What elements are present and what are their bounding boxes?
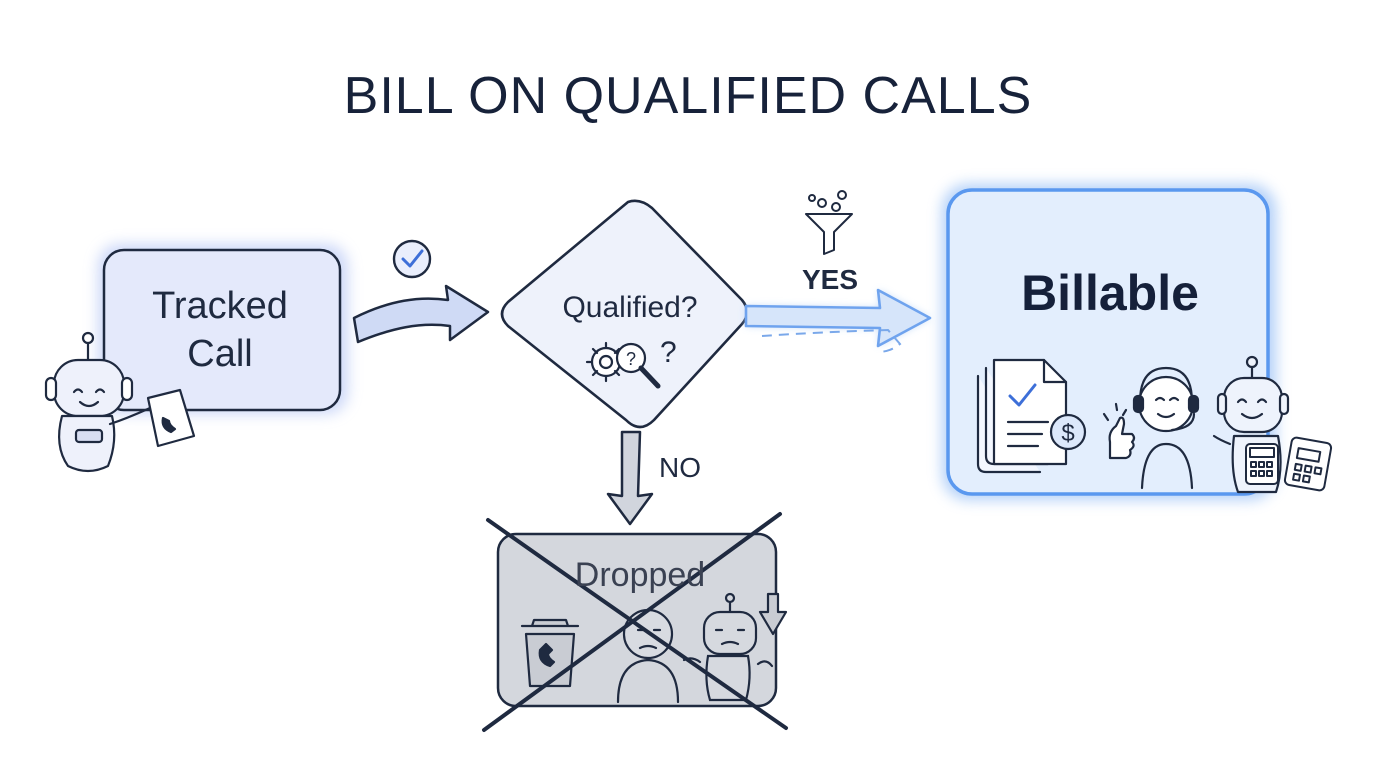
phone-document-icon	[146, 388, 196, 448]
no-edge-label: NO	[659, 452, 701, 483]
invoice-stack-icon	[976, 358, 1068, 474]
robot-icon	[44, 331, 152, 473]
svg-text:?: ?	[660, 336, 677, 369]
headset-agent-icon	[1132, 366, 1200, 490]
tracked-call-label: Tracked Call	[110, 282, 330, 378]
funnel-icon	[805, 190, 853, 255]
thumbs-up-icon	[1102, 402, 1136, 460]
billable-label: Billable	[1021, 265, 1199, 321]
dollar-coin-icon: $	[1049, 413, 1087, 451]
check-circle-icon	[392, 239, 432, 279]
gear-magnifier-icon: ? ?	[585, 336, 677, 389]
calculator-icon	[1245, 436, 1333, 492]
svg-text:$: $	[1061, 420, 1074, 447]
yes-edge-label: YES	[801, 264, 859, 295]
down-arrow-icon	[758, 592, 788, 636]
qualified-label: Qualified?	[562, 291, 698, 324]
svg-text:?: ?	[626, 349, 636, 369]
dropped-label: Dropped	[574, 556, 706, 594]
arrow-tracked-to-decision	[352, 284, 490, 344]
arrow-yes-to-billable	[744, 288, 932, 353]
qualified-decision-node	[500, 199, 749, 429]
tracked-call-label-line1: Tracked	[152, 285, 288, 327]
tracked-call-label-line2: Call	[187, 333, 253, 375]
dropped-cross-mark	[482, 512, 788, 732]
robot-sad-icon	[682, 592, 774, 702]
diagram-title: BILL ON QUALIFIED CALLS	[343, 67, 1033, 125]
tracked-call-node	[98, 244, 348, 414]
arrow-no-to-dropped	[606, 430, 654, 526]
